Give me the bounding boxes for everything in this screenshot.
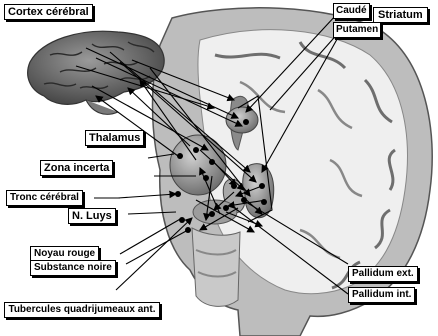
label-zona-incerta: Zona incerta <box>40 160 113 176</box>
label-tronc-cerebral: Tronc cérébral <box>6 190 83 206</box>
label-tubercules: Tubercules quadrijumeaux ant. <box>4 302 160 318</box>
label-pallidum-int: Pallidum int. <box>348 287 415 303</box>
label-cortex: Cortex cérébral <box>4 4 93 20</box>
label-putamen: Putamen <box>333 22 381 38</box>
label-caude: Caudé <box>333 3 370 19</box>
cortex-illustration <box>28 31 164 114</box>
label-pallidum-ext: Pallidum ext. <box>348 266 418 282</box>
label-thalamus: Thalamus <box>85 130 144 146</box>
label-striatum: Striatum <box>373 7 428 23</box>
label-n-luys: N. Luys <box>68 208 116 224</box>
label-substance-noire: Substance noire <box>30 260 116 276</box>
